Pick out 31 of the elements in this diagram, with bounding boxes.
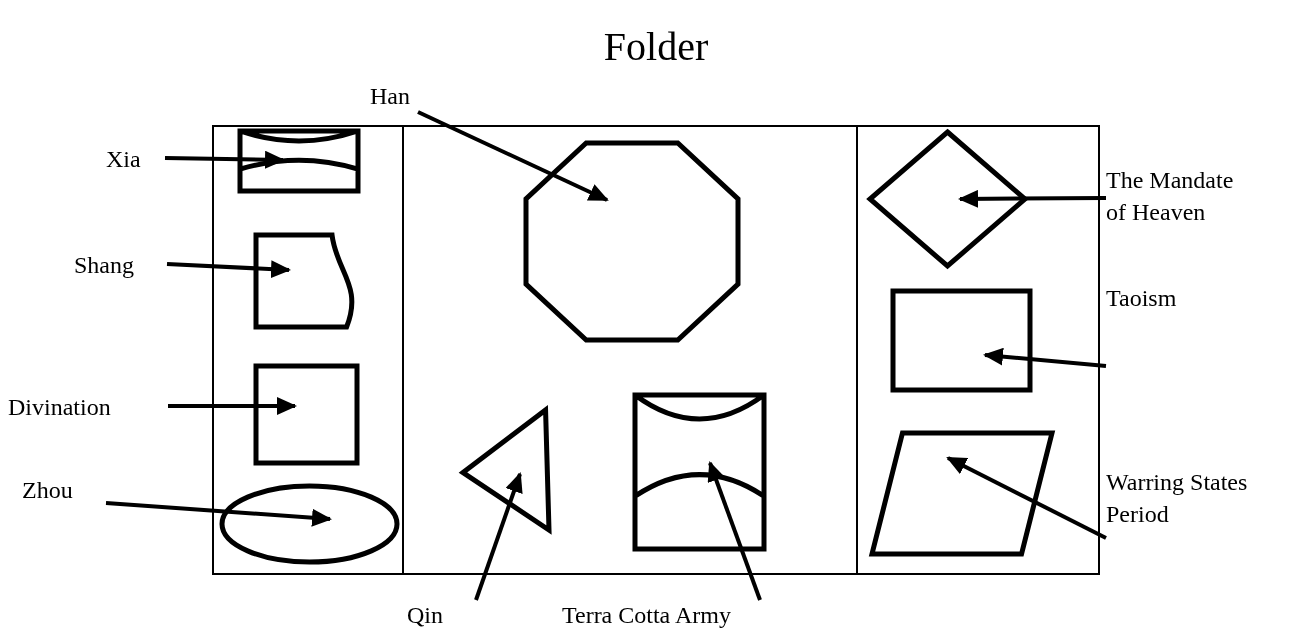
- arrow: [983, 347, 1107, 368]
- cylinder-shape: [632, 392, 767, 552]
- arrow: [105, 501, 332, 527]
- arrow: [946, 456, 1107, 540]
- arrow: [474, 472, 523, 601]
- ellipse-shape: [219, 483, 400, 565]
- shape-label: Zhou: [22, 474, 108, 506]
- box-shape: [890, 288, 1033, 393]
- folder-heading: Folder: [602, 23, 710, 71]
- octagon-shape: [523, 140, 741, 343]
- shape-label: Han: [370, 80, 432, 112]
- arrow: [958, 189, 1106, 208]
- shape-label: Divination: [8, 391, 170, 423]
- arrow: [417, 110, 609, 202]
- shape-label: Shang: [74, 249, 169, 281]
- box-shape: [253, 363, 360, 466]
- arrow: [164, 150, 285, 169]
- shape-label: Xia: [106, 143, 166, 175]
- diamond-shape: [867, 129, 1028, 269]
- arrow: [166, 260, 291, 279]
- shape-label: Terra Cotta Army: [562, 599, 840, 631]
- tape-shape: [253, 232, 357, 330]
- shape-label: Taoism: [1106, 282, 1202, 314]
- shape-label: Qin: [407, 599, 469, 631]
- triangle-shape: [460, 407, 552, 533]
- shape-label: Warring States Period: [1106, 466, 1266, 534]
- cylinder-shape: [237, 128, 361, 194]
- arrow: [707, 461, 762, 601]
- parallelogram-shape: [869, 430, 1055, 557]
- arrow: [168, 397, 297, 415]
- shape-label: The Mandate of Heaven: [1106, 164, 1256, 230]
